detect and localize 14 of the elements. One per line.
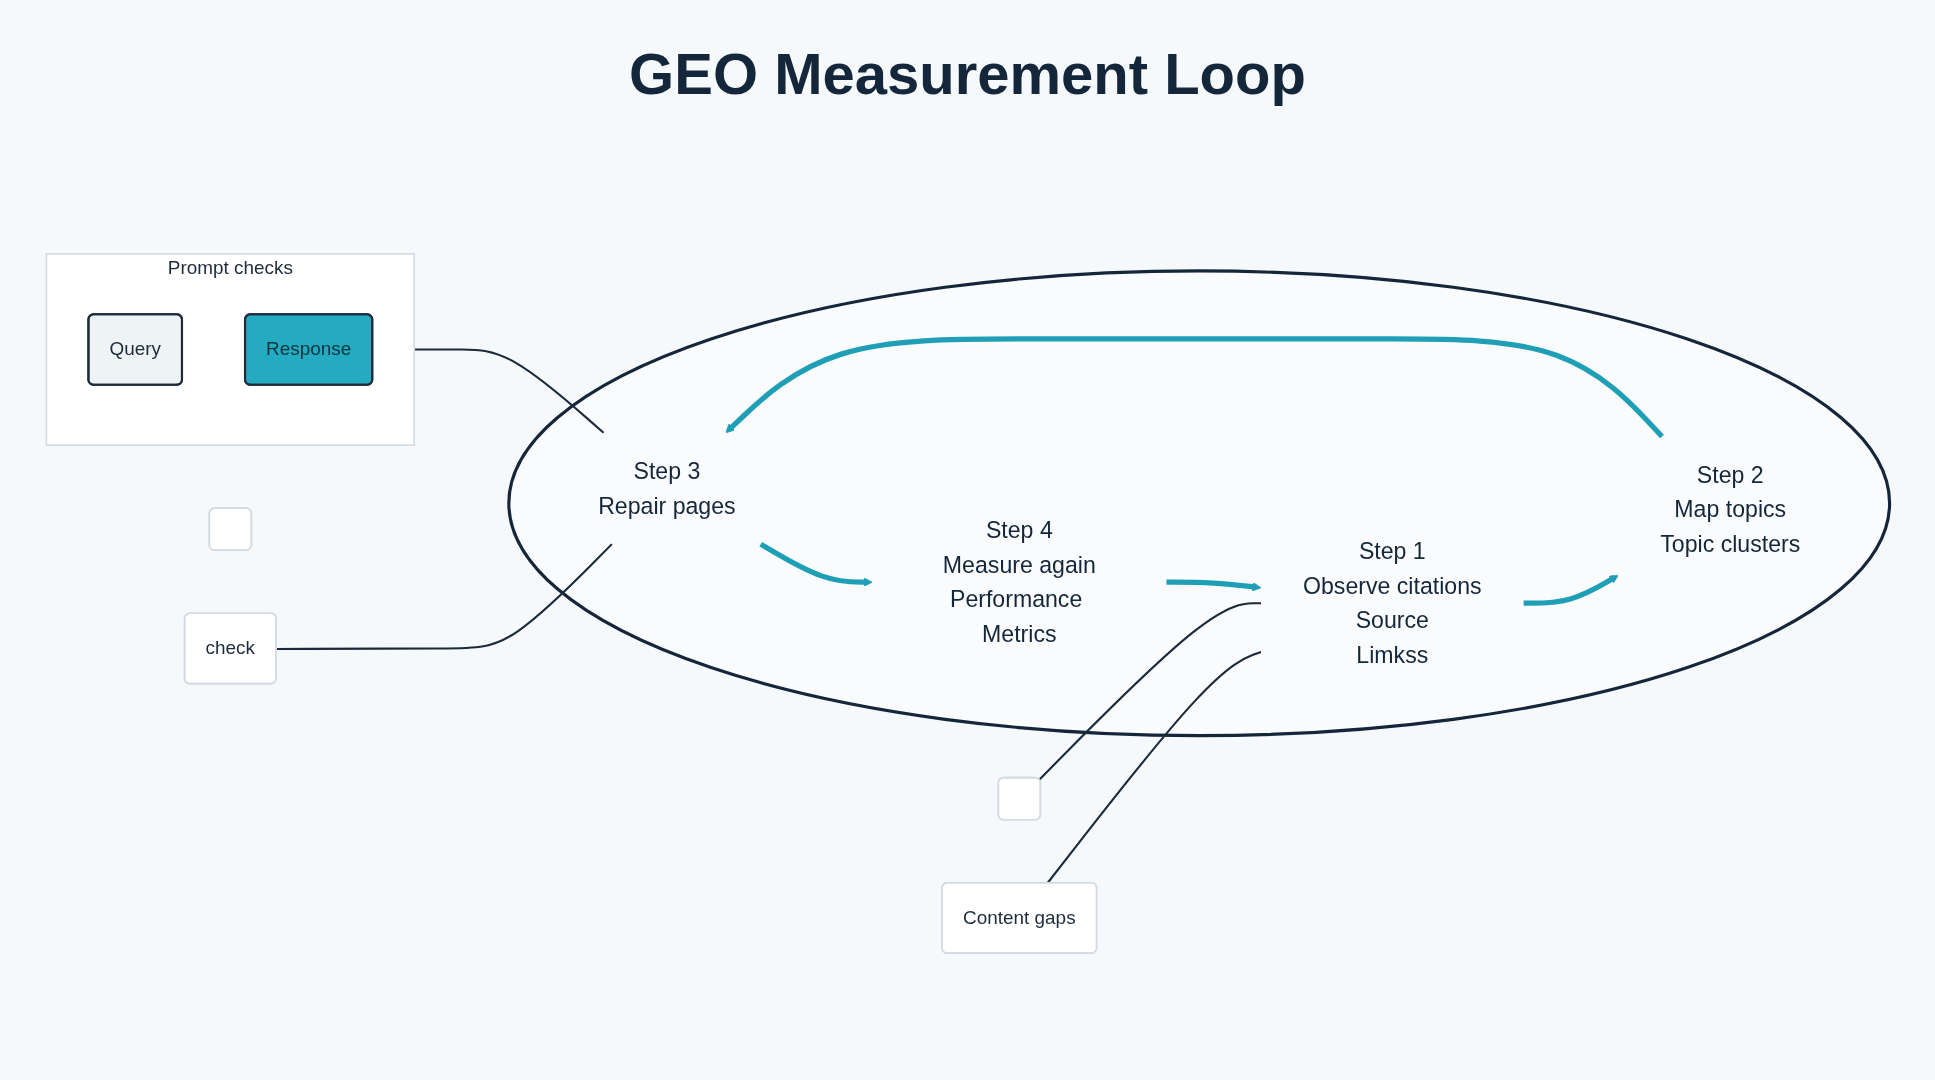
node-text: Step 3 Repair pages <box>597 457 736 519</box>
connector <box>1038 602 1261 781</box>
connector <box>413 348 604 434</box>
arrow <box>1523 575 1619 606</box>
connector <box>276 543 613 650</box>
arrow <box>724 336 1664 439</box>
node-text: Step 4 Measure again Performance Metrics <box>942 517 1096 648</box>
arrow <box>758 541 873 587</box>
node-text: Step 2 Map topics Topic clusters <box>1659 461 1800 558</box>
connector <box>1046 650 1261 884</box>
arrow <box>1165 579 1261 592</box>
node-text: Step 1 Observe citations Source Limkss <box>1302 538 1482 669</box>
diagram-title: GEO Measurement Loop <box>629 40 1306 107</box>
cluster <box>506 269 1891 738</box>
